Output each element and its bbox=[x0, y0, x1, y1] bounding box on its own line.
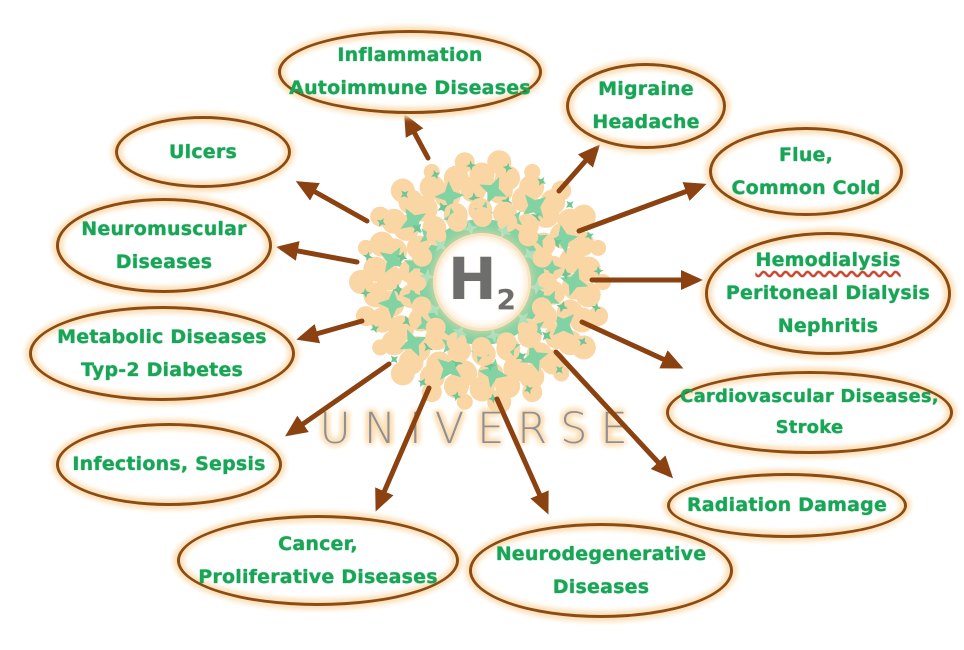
node-cardiovascular-stroke: Cardiovascular Diseases, Stroke bbox=[666, 371, 953, 454]
node-label: Infections, Sepsis bbox=[72, 453, 266, 476]
h2-subscript: 2 bbox=[496, 283, 517, 316]
node-label: Cardiovascular Diseases, bbox=[680, 385, 939, 407]
node-cancer-proliferative: Cancer, Proliferative Diseases bbox=[177, 515, 459, 606]
arrow-to-radiation bbox=[553, 349, 674, 479]
node-flue-common-cold: Flue, Common Cold bbox=[709, 127, 903, 216]
node-label: Nephritis bbox=[777, 314, 879, 337]
arrow-to-flue bbox=[576, 182, 707, 234]
h2-symbol: H2 bbox=[448, 250, 516, 314]
node-neurodegenerative-diseases: Neurodegenerative Diseases bbox=[469, 523, 733, 618]
h2-letter: H bbox=[447, 245, 497, 313]
node-label: Common Cold bbox=[731, 176, 881, 199]
h2-molecule-badge: H2 bbox=[436, 236, 528, 328]
arrow-to-neuromuscular bbox=[276, 241, 360, 265]
node-label: Headache bbox=[592, 111, 700, 133]
node-label: Radiation Damage bbox=[686, 494, 888, 517]
node-label: Diseases bbox=[552, 575, 650, 598]
mandala-rings bbox=[349, 150, 611, 414]
node-metabolic-diabetes: Metabolic Diseases Typ-2 Diabetes bbox=[29, 306, 295, 401]
node-label: Stroke bbox=[775, 416, 844, 438]
node-label: Diseases bbox=[115, 250, 213, 273]
node-radiation-damage: Radiation Damage bbox=[667, 473, 907, 538]
node-inflammation-autoimmune: Inflammation Autoimmune Diseases bbox=[278, 30, 542, 114]
arrow-to-neurodegenerative bbox=[494, 396, 549, 515]
universe-label: UNIVERSE bbox=[319, 404, 641, 454]
arrow-to-cancer bbox=[375, 385, 432, 512]
node-label: Autoimmune Diseases bbox=[289, 77, 531, 99]
node-label: Flue, bbox=[778, 143, 834, 166]
node-label: Neurodegenerative bbox=[495, 542, 707, 565]
node-label: Proliferative Diseases bbox=[198, 565, 438, 588]
node-label: Metabolic Diseases bbox=[57, 325, 267, 348]
arrow-to-cardiovascular bbox=[579, 319, 684, 369]
node-label: Ulcers bbox=[169, 140, 237, 163]
node-neuromuscular-diseases: Neuromuscular Diseases bbox=[56, 198, 272, 293]
node-hemodialysis-nephritis: Hemodialysis Peritoneal Dialysis Nephrit… bbox=[705, 232, 951, 355]
arrow-to-metabolic bbox=[296, 318, 365, 344]
node-infections-sepsis: Infections, Sepsis bbox=[56, 423, 282, 506]
arrow-to-ulcers bbox=[295, 181, 370, 224]
node-migraine-headache: Migraine Headache bbox=[566, 63, 726, 149]
node-label-spellchecked: Hemodialysis bbox=[755, 249, 901, 272]
node-ulcers: Ulcers bbox=[115, 116, 291, 188]
arrow-to-infections bbox=[285, 361, 392, 437]
node-label: Migraine bbox=[598, 78, 694, 101]
arrow-to-inflammation bbox=[404, 113, 431, 161]
node-label: Cancer, bbox=[278, 532, 358, 555]
node-label: Neuromuscular bbox=[81, 217, 247, 240]
node-label: Inflammation bbox=[337, 44, 483, 67]
node-label: Peritoneal Dialysis bbox=[725, 282, 931, 305]
arrow-to-migraine bbox=[556, 144, 600, 194]
node-label: Typ-2 Diabetes bbox=[80, 358, 244, 381]
